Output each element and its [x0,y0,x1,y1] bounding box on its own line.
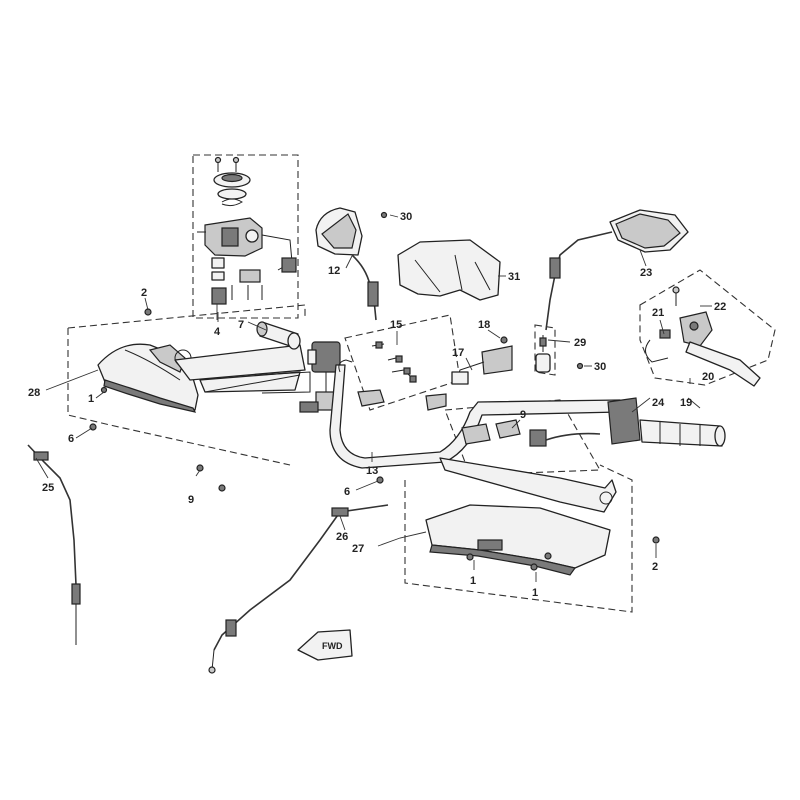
part-label-18: 18 [478,319,490,331]
left-cable [27,444,81,645]
part-label-1c: 1 [532,587,538,599]
handlebar-clamps [357,341,447,411]
part-label-6b: 6 [344,486,350,498]
part-label-28: 28 [28,387,40,399]
fwd-arrow-text: FWD [322,641,343,651]
weight-group-box [534,324,556,376]
right-handguard-bracket [439,457,617,513]
left-switch-cluster [461,419,601,447]
part-label-6: 6 [68,433,74,445]
fwd-arrow: FWD [297,629,353,661]
part-label-4: 4 [214,326,221,338]
right-switch-assembly [451,336,513,385]
bolt-group-box [344,314,461,411]
right-handguard-box [404,464,633,613]
part-label-24: 24 [652,397,665,409]
throttle-sleeve [256,321,301,350]
right-lever-assembly [645,286,761,387]
left-handguard [97,343,199,413]
part-label-7: 7 [238,319,244,331]
part-label-9b: 9 [520,409,526,421]
part-label-26: 26 [336,531,348,543]
bar-end-weight [535,335,551,373]
part-label-30b: 30 [594,361,606,373]
part-label-25: 25 [42,482,54,494]
part-label-2b: 2 [652,561,658,573]
right-mirror [545,209,689,331]
part-label-13: 13 [366,465,378,477]
part-label-31: 31 [508,271,520,283]
ignition-switch-assembly [197,156,297,320]
leader-lines [35,214,712,582]
handlebar-cover [397,239,501,301]
right-handguard [425,504,611,576]
part-label-9: 9 [188,494,194,506]
part-label-20: 20 [702,371,714,383]
part-label-12: 12 [328,265,340,277]
part-label-19: 19 [680,397,692,409]
left-mirror [315,207,379,321]
throttle-cable [208,504,389,674]
left-handguard-bracket [174,344,306,393]
part-label-1: 1 [88,393,94,405]
part-label-2: 2 [141,287,147,299]
handlebar-tube [329,359,621,469]
part-label-15: 15 [390,319,402,331]
part-label-29: 29 [574,337,586,349]
part-label-17: 17 [452,347,464,359]
part-label-21: 21 [652,307,664,319]
part-label-22: 22 [714,301,726,313]
part-label-1b: 1 [470,575,476,587]
right-grip [607,397,726,447]
part-label-27: 27 [352,543,364,555]
left-handguard-box [67,304,306,466]
throttle-housing [259,341,341,413]
part-label-30: 30 [400,211,412,223]
ignition-assembly-box [192,154,299,319]
part-label-23: 23 [640,267,652,279]
